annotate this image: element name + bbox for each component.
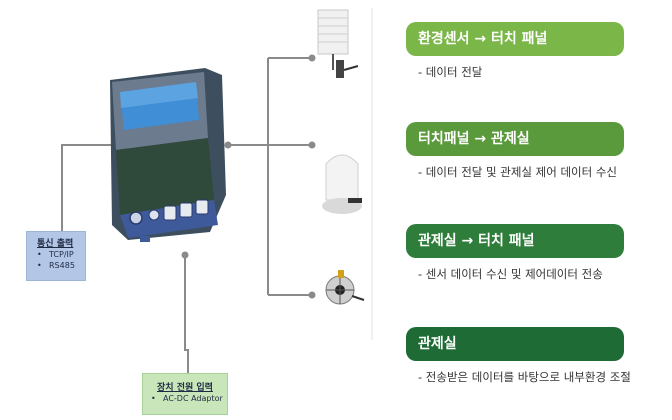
connector-dot (308, 141, 316, 149)
connector-dot (308, 291, 316, 299)
mount-tab (140, 236, 150, 242)
fan-sensor-icon (325, 270, 365, 305)
connector-dot (224, 141, 232, 149)
power-connector-line (184, 255, 189, 373)
device-body (116, 138, 214, 215)
step-description: - 센서 데이터 수신 및 제어데이터 전송 (418, 267, 603, 281)
step-description: - 데이터 전달 (418, 65, 483, 79)
port-icon (179, 202, 193, 218)
touch-panel-device (110, 68, 226, 242)
power-input-item: AC-DC Adaptor (151, 393, 227, 404)
dome-sensor-icon (322, 154, 362, 214)
radiation-shield-sensor-icon (317, 9, 359, 78)
step-badge: 관제실 → 터치 패널 (406, 224, 624, 258)
step-badge: 터치패널 → 관제실 (406, 122, 624, 156)
connector-lines (61, 57, 312, 373)
comm-output-item: RS485 (37, 260, 85, 271)
power-input-box: 장치 전원 입력 AC-DC Adaptor (142, 373, 228, 415)
connector-dot (308, 54, 316, 62)
gauge-icon (129, 211, 143, 225)
power-input-title: 장치 전원 입력 (157, 383, 213, 393)
port-icon (163, 205, 177, 221)
step-badge: 관제실 (406, 327, 624, 361)
comm-connector-line (61, 144, 118, 235)
comm-output-box: 통신 출력 TCP/IP RS485 (26, 231, 86, 281)
port-icon (195, 199, 209, 215)
step-badge: 환경센서 → 터치 패널 (406, 22, 624, 56)
connector-dot (181, 251, 189, 259)
comm-output-item: TCP/IP (37, 249, 85, 260)
comm-output-title: 통신 출력 (37, 239, 74, 249)
step-description: - 전송받은 데이터를 바탕으로 내부환경 조절 (418, 370, 631, 384)
step-description: - 데이터 전달 및 관제실 제어 데이터 수신 (418, 165, 618, 179)
port-icon (148, 209, 160, 221)
